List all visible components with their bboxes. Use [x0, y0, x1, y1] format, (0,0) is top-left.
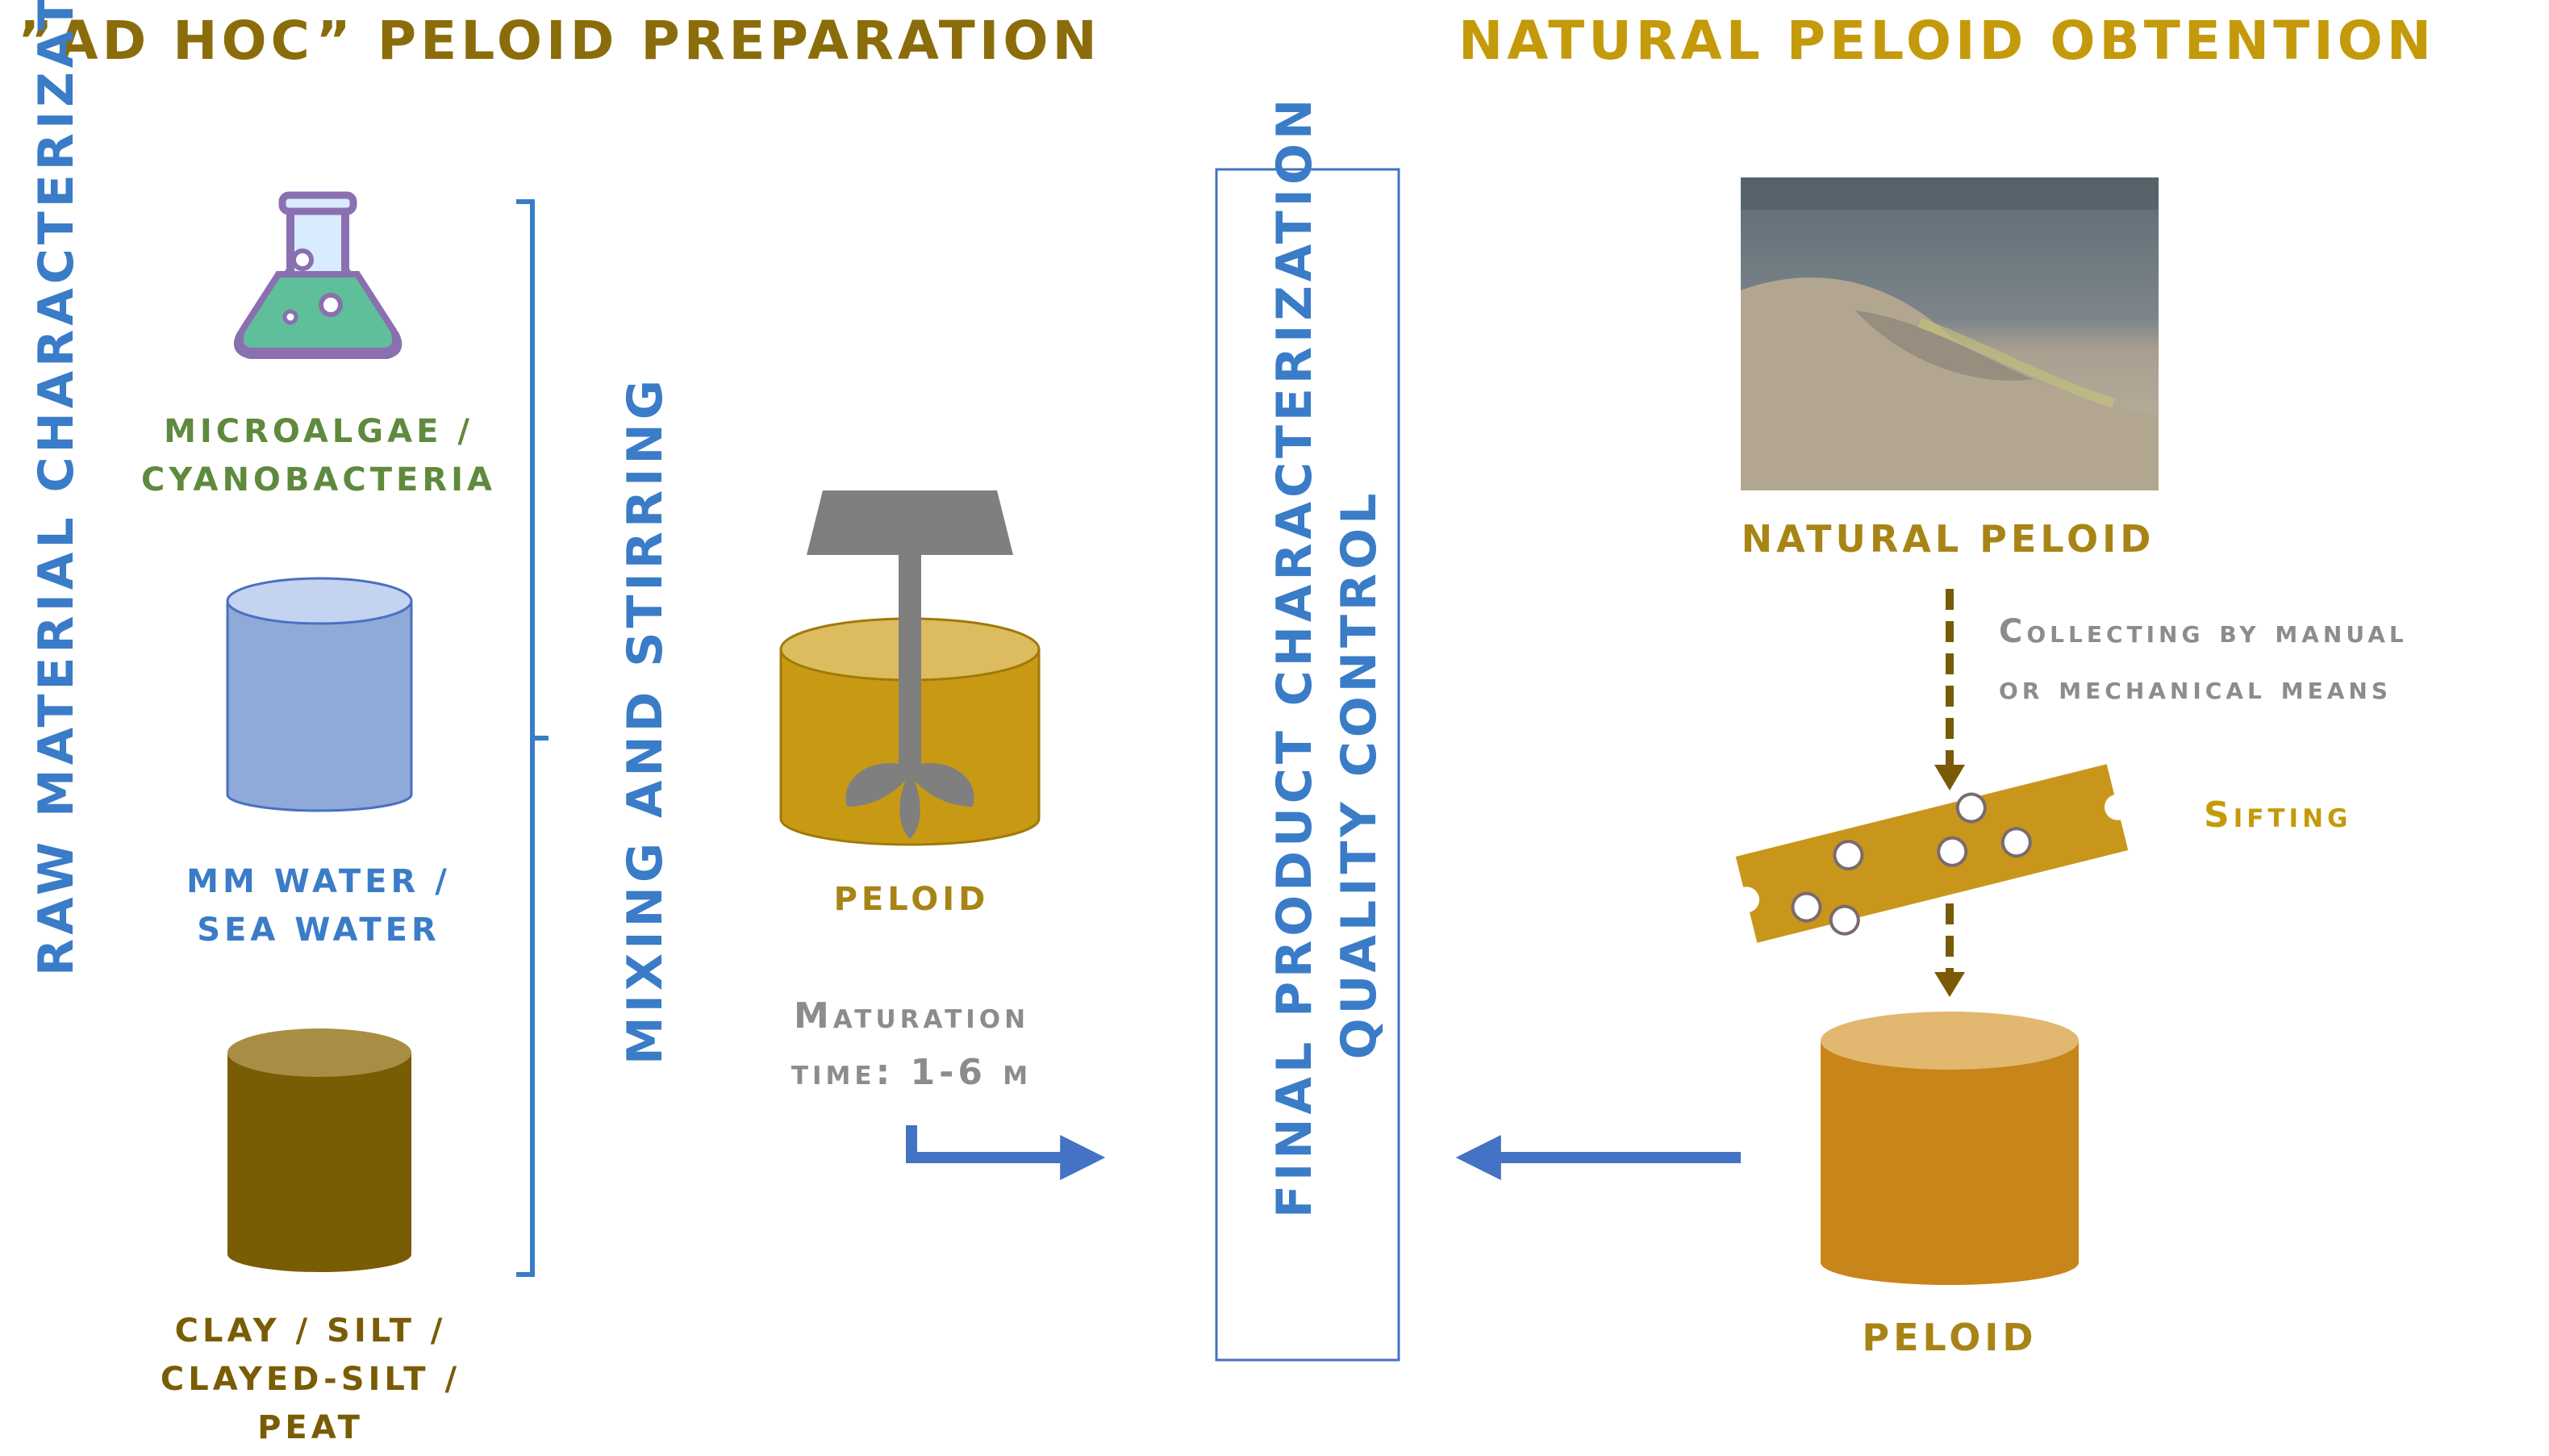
clay-line2: CLAYED-SILT / [160, 1361, 461, 1398]
maturation-line2: time: 1-6 m [791, 1052, 1033, 1093]
clay-line1: CLAY / SILT / [174, 1312, 447, 1350]
right-title: NATURAL PELOID OBTENTION [1458, 10, 2435, 72]
collecting-line2: or mechanical means [1999, 670, 2393, 707]
clay-label: CLAY / SILT / CLAYED-SILT / PEAT [113, 1307, 508, 1452]
sifting-label: Sifting [2204, 795, 2352, 836]
peloid-cylinder-icon [1821, 1012, 2079, 1285]
collecting-label: Collecting by manual or mechanical means [1999, 603, 2547, 716]
mixer-icon [779, 490, 1041, 846]
final-product-box [1215, 168, 1400, 1362]
final-product-label: FINAL PRODUCT CHARACTERIZATION QUALITY C… [1262, 94, 1391, 1218]
microalgae-label: MICROALGAE / CYANOBACTERIA [129, 407, 508, 504]
maturation-arrow [906, 1125, 1106, 1180]
dashed-arrow-sift [1934, 903, 1965, 997]
left-title: ”AD HOC” PELOID PREPARATION [18, 10, 1101, 72]
clay-line3: PEAT [257, 1409, 364, 1446]
dashed-arrow-collect [1934, 589, 1965, 791]
flask-icon [234, 191, 403, 359]
clay-cylinder-icon [227, 1028, 411, 1272]
final-product-line1: FINAL PRODUCT CHARACTERIZATION [1266, 94, 1323, 1218]
microalgae-line2: CYANOBACTERIA [141, 461, 496, 499]
water-line2: SEA WATER [197, 912, 440, 949]
collecting-line1: Collecting by manual [1999, 613, 2408, 650]
mixing-label: MIXING AND STIRRING [617, 376, 674, 1065]
natural-peloid-label: NATURAL PELOID [1741, 517, 2155, 561]
maturation-line1: Maturation [793, 995, 1030, 1037]
shore-photo [1741, 177, 2159, 490]
peloid-right-label: PELOID [1862, 1316, 2038, 1359]
quality-control-line: QUALITY CONTROL [1331, 489, 1387, 1060]
water-cylinder-icon [226, 577, 413, 812]
water-label: MM WATER / SEA WATER [129, 857, 508, 954]
microalgae-line1: MICROALGAE / [164, 413, 474, 450]
peloid-left-label: PELOID [833, 881, 990, 918]
bracket [516, 199, 549, 1277]
raw-material-label: RAW MATERIAL CHARACTERIZATION [28, 0, 85, 976]
sieve-icon [1733, 764, 2130, 943]
water-line1: MM WATER / [186, 863, 451, 900]
maturation-label: Maturation time: 1-6 m [710, 988, 1113, 1101]
